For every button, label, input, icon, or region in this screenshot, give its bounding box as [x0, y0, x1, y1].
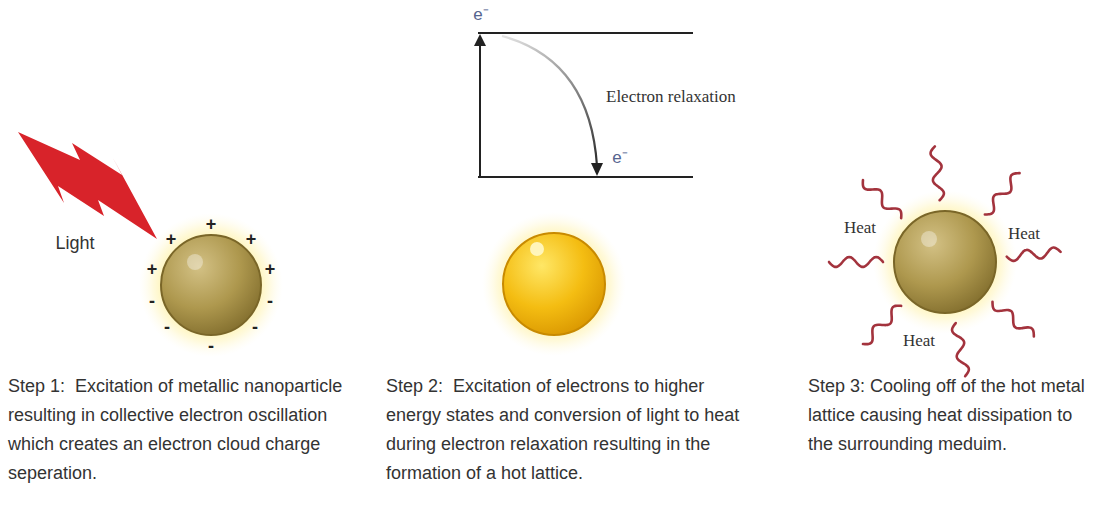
charge-sign: +	[246, 229, 257, 250]
heat-wave	[985, 173, 1020, 214]
charge-sign: +	[265, 259, 276, 280]
charge-sign: +	[147, 259, 158, 280]
heat-wave	[931, 146, 944, 200]
arrow-head	[591, 163, 603, 176]
light-bolt	[18, 132, 157, 239]
step-caption: Step 2: Excitation of electrons to highe…	[386, 372, 756, 488]
particle-highlight	[187, 254, 203, 270]
energy-level	[478, 176, 693, 178]
electron-label: e⁻	[612, 148, 627, 168]
nanoparticle	[161, 235, 261, 335]
energy-level	[478, 32, 693, 34]
charge-sign: +	[166, 229, 177, 250]
heat-label: Heat	[1008, 224, 1040, 244]
heat-wave	[829, 257, 883, 267]
step-caption: Step 3: Cooling off of the hot metal lat…	[808, 372, 1094, 459]
heat-wave	[863, 306, 901, 344]
relaxation-arrow	[502, 36, 597, 166]
heat-wave	[952, 323, 969, 376]
particle-glow	[873, 190, 1017, 334]
charge-sign: -	[149, 290, 155, 311]
particle-glow	[482, 212, 626, 356]
particle-highlight	[530, 242, 544, 256]
heat-label: Heat	[903, 331, 935, 351]
step-caption: Step 1: Excitation of metallic nanoparti…	[8, 372, 368, 488]
heat-wave	[992, 302, 1033, 337]
excitation-arrow	[479, 44, 481, 176]
charge-sign: +	[206, 214, 217, 235]
process-label: Electron relaxation	[606, 87, 736, 107]
nanoparticle-hot	[503, 233, 605, 335]
charge-sign: -	[252, 317, 258, 338]
charge-sign: -	[267, 290, 273, 311]
charge-sign: -	[208, 336, 214, 357]
heat-wave	[863, 180, 901, 218]
heat-waves	[829, 146, 1061, 376]
particle-highlight	[921, 231, 937, 247]
nanoparticle	[894, 211, 996, 313]
heat-label: Heat	[844, 218, 876, 238]
light-label: Light	[55, 233, 94, 254]
particle-glow	[139, 213, 283, 357]
electron-label: e⁻	[473, 5, 488, 25]
heat-wave	[1007, 248, 1061, 261]
arrow-head	[474, 34, 486, 46]
charge-sign: -	[164, 317, 170, 338]
